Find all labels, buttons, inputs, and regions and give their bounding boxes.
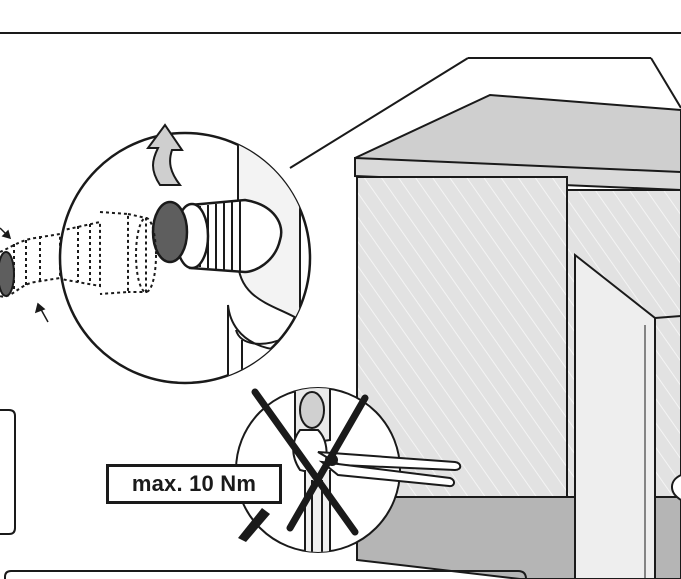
dishwasher-cabinet	[354, 93, 681, 579]
dotted-hose-outline	[60, 211, 157, 295]
side-note-box	[0, 409, 16, 535]
detail-view-connection	[58, 123, 312, 385]
worktop-front	[354, 156, 681, 192]
open-door	[574, 252, 656, 579]
pointer-wedge	[238, 508, 270, 542]
protective-cap	[151, 200, 189, 264]
bottom-note-box	[4, 570, 527, 579]
pliers-icon	[317, 451, 462, 488]
drain-hose	[0, 232, 61, 298]
detail-view-pliers	[235, 387, 462, 553]
up-arrow-icon	[146, 123, 184, 186]
prohibition-cross-icon	[251, 388, 369, 536]
torque-limit-label: max. 10 Nm	[106, 464, 282, 504]
hose-connector-icon	[174, 198, 283, 274]
appliance-valve-edge	[671, 474, 681, 501]
dimension-arrows	[0, 227, 49, 323]
